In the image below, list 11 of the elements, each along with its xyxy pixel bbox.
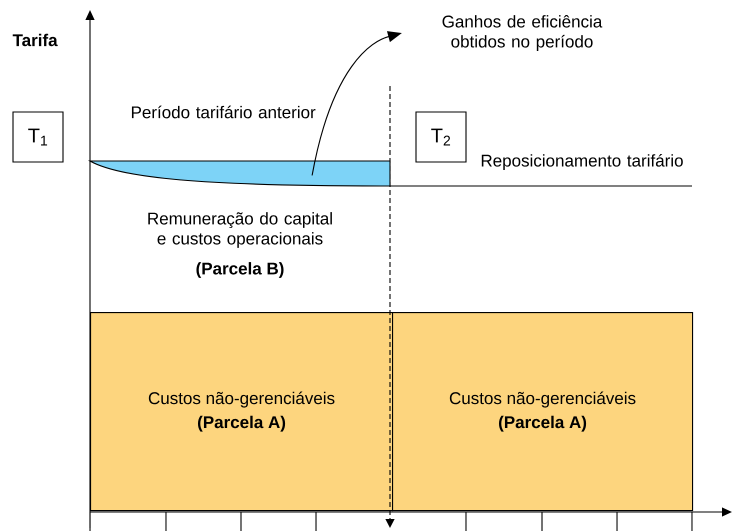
text-label: Período tarifário anterior bbox=[132, 106, 316, 118]
shaded-area bbox=[89, 160, 391, 187]
cost-box: Custos não-gerenciáveis (Parcela A) bbox=[90, 312, 394, 512]
annotation-text: Ganhos de eficiência obtidos no período bbox=[442, 15, 602, 51]
text-label: (Parcela B) bbox=[196, 262, 284, 278]
period-box: T$_{1}$ bbox=[12, 111, 64, 163]
cost-box: Custos não-gerenciáveis (Parcela A) bbox=[392, 312, 694, 512]
text-label: Remuneração do capital e custos operacionais bbox=[148, 212, 332, 248]
text-label: Tarifa bbox=[12, 34, 58, 46]
text-label: Reposicionamento tarifário bbox=[482, 154, 683, 170]
period-box: T$_{2}$ bbox=[415, 111, 467, 163]
